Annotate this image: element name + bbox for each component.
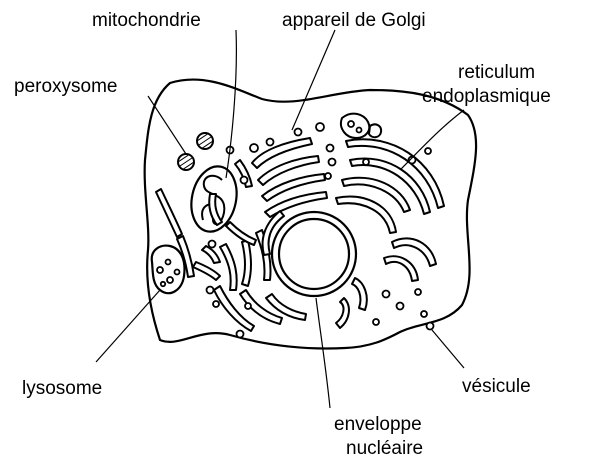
label-enveloppe-line2: nucléaire [346,438,423,459]
label-golgi: appareil de Golgi [282,10,426,31]
leader-golgi [292,30,335,130]
leader-lysosome [96,290,160,362]
label-vesicule: vésicule [462,376,531,397]
label-reticulum-line2: endoplasmique [422,86,551,107]
leader-vesicule [432,330,464,368]
nuclear-envelope [272,212,356,296]
leader-reticulum [400,110,464,170]
label-enveloppe-line1: enveloppe [334,414,422,435]
lysosome [152,246,185,294]
golgi-apparatus [252,138,327,217]
leader-peroxysome [148,96,186,154]
label-reticulum-line1: reticulum [458,62,535,83]
label-mitochondrie: mitochondrie [92,10,201,31]
leader-mitochondrie [226,30,236,178]
label-lysosome: lysosome [22,378,102,399]
leader-enveloppe [316,298,330,408]
secretory-vesicle-cluster [341,114,381,138]
label-peroxysome: peroxysome [14,76,118,97]
